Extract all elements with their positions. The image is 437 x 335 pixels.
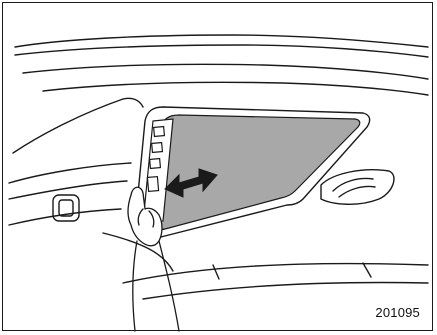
left-trim	[9, 163, 131, 183]
grab-handle	[53, 195, 79, 221]
switch-button-1	[154, 127, 165, 137]
map-light	[321, 170, 394, 205]
roof-line-3	[23, 64, 428, 79]
roof-line-2	[15, 45, 428, 57]
sunroof-illustration	[3, 3, 434, 332]
figure-frame: 201095	[2, 2, 433, 331]
switch-button-3	[150, 159, 161, 169]
switch-button-2	[152, 143, 163, 153]
roof-line-4	[43, 82, 428, 95]
figure-code: 201095	[375, 305, 420, 320]
switch-button-4	[147, 177, 158, 192]
